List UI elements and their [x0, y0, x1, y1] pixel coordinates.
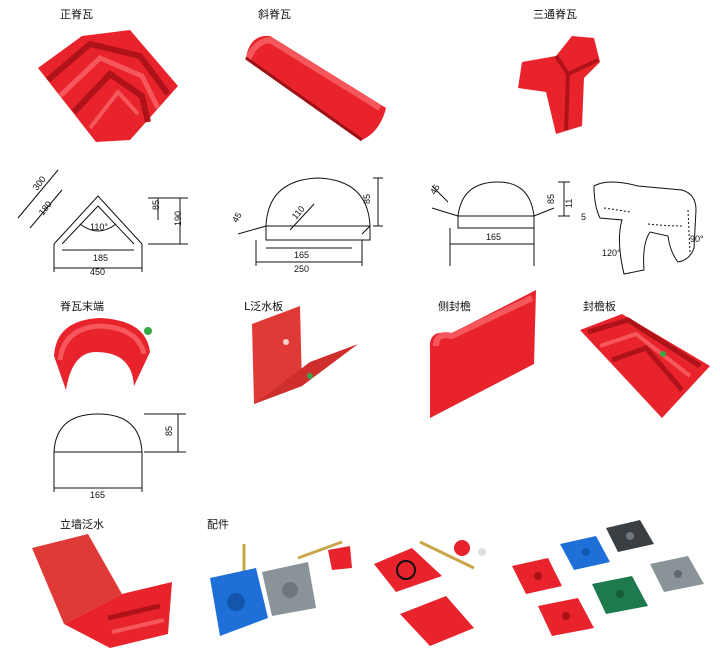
label-l-flashing: L泛水板	[244, 300, 284, 313]
dim-ridge-185: 185	[93, 253, 108, 263]
accessories-screws-image	[210, 540, 352, 636]
dim-ridge-190: 190	[173, 211, 183, 226]
dim-hip-165: 165	[294, 250, 309, 260]
dim-ridge-180: 180	[37, 199, 54, 217]
tee-ridge-image	[518, 36, 600, 134]
dim-tee-5: 5	[581, 212, 586, 222]
dim-end-85: 85	[164, 426, 174, 436]
label-accessories: 配件	[207, 518, 229, 531]
dim-ridge-300: 300	[31, 174, 48, 192]
label-ridge-tile: 正脊瓦	[60, 8, 93, 21]
label-eave-board: 封檐板	[583, 300, 616, 313]
ridge-end-image	[54, 318, 152, 390]
dim-tee-11: 11	[564, 199, 574, 208]
hip-tile-drawing: 45 110 165 250 85	[230, 177, 383, 274]
tee-ridge-drawing: 45 165 85 11	[428, 181, 574, 266]
label-hip-tile: 斜脊瓦	[258, 8, 291, 21]
dim-ridge-angle: 110°	[90, 222, 108, 232]
dim-tee-85: 85	[546, 194, 556, 204]
hip-tile-image	[245, 35, 386, 142]
label-tee-ridge: 三通脊瓦	[533, 8, 577, 21]
dim-tee-45: 45	[428, 183, 442, 197]
side-eave-image	[429, 290, 536, 418]
dim-end-165: 165	[90, 490, 105, 500]
dim-hip-85: 85	[362, 194, 372, 204]
dim-ridge-450: 450	[90, 267, 105, 277]
accessories-red-image	[374, 540, 486, 646]
tee-ridge-sketch: 5 120° 90°	[581, 181, 704, 275]
dim-tee-120deg: 120°	[602, 248, 621, 258]
label-side-eave: 侧封檐	[438, 300, 471, 313]
dim-tee-165: 165	[486, 232, 501, 242]
accessories-colors-image	[512, 520, 704, 636]
dim-hip-110: 110	[290, 204, 307, 221]
ridge-end-drawing: 85 165	[53, 413, 186, 500]
ridge-tile-drawing: 300 180 110° 185 450 85 190	[17, 169, 188, 277]
label-ridge-end: 脊瓦末端	[60, 300, 104, 313]
wall-flashing-image	[32, 534, 172, 648]
dim-hip-250: 250	[294, 264, 309, 274]
dim-hip-45: 45	[230, 211, 244, 225]
label-wall-flashing: 立墙泛水	[60, 518, 104, 531]
eave-board-image	[580, 314, 710, 418]
dim-ridge-85: 85	[151, 200, 161, 210]
l-flashing-image	[252, 306, 358, 404]
ridge-tile-image	[38, 30, 178, 142]
dim-tee-90deg: 90°	[690, 234, 704, 244]
